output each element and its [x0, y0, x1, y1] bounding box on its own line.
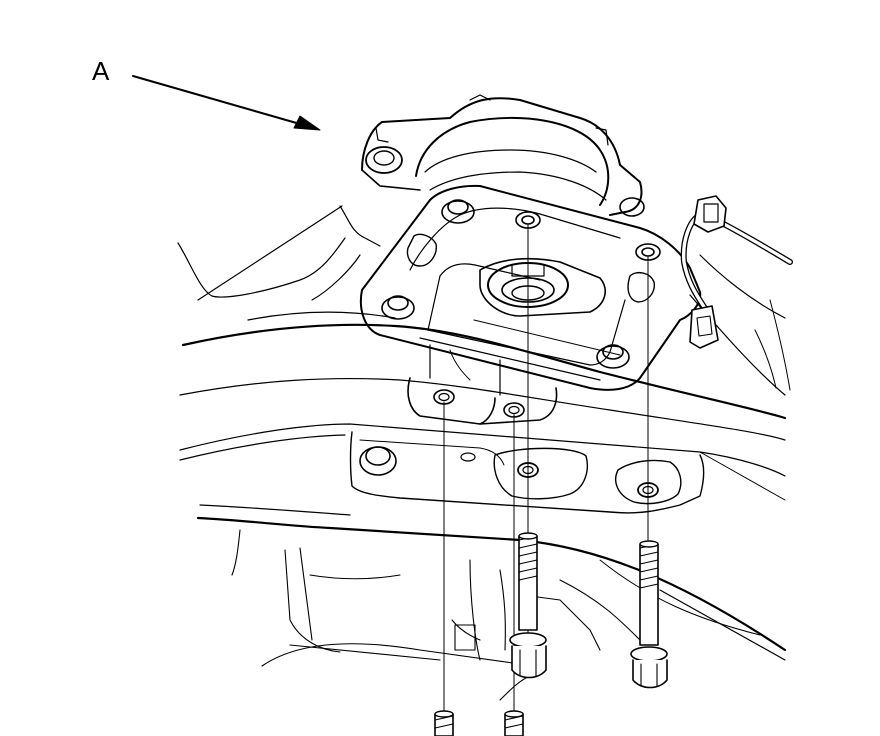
bracket-bolt-heads — [382, 200, 660, 368]
subframe — [180, 255, 790, 660]
callout-arrow — [133, 76, 320, 130]
mount-bracket — [361, 186, 700, 390]
mounting-bolts — [435, 533, 667, 736]
body-panel-lines — [178, 206, 395, 320]
callout-label: A — [92, 56, 110, 86]
long-bolt-right — [631, 541, 667, 688]
long-bolt-center — [510, 533, 546, 678]
transmission-housing — [232, 530, 640, 700]
wire-harness-connector — [684, 196, 790, 348]
engine-mount-assembly — [362, 95, 644, 424]
short-bolt-left — [435, 711, 453, 736]
short-bolt-right — [505, 711, 523, 736]
